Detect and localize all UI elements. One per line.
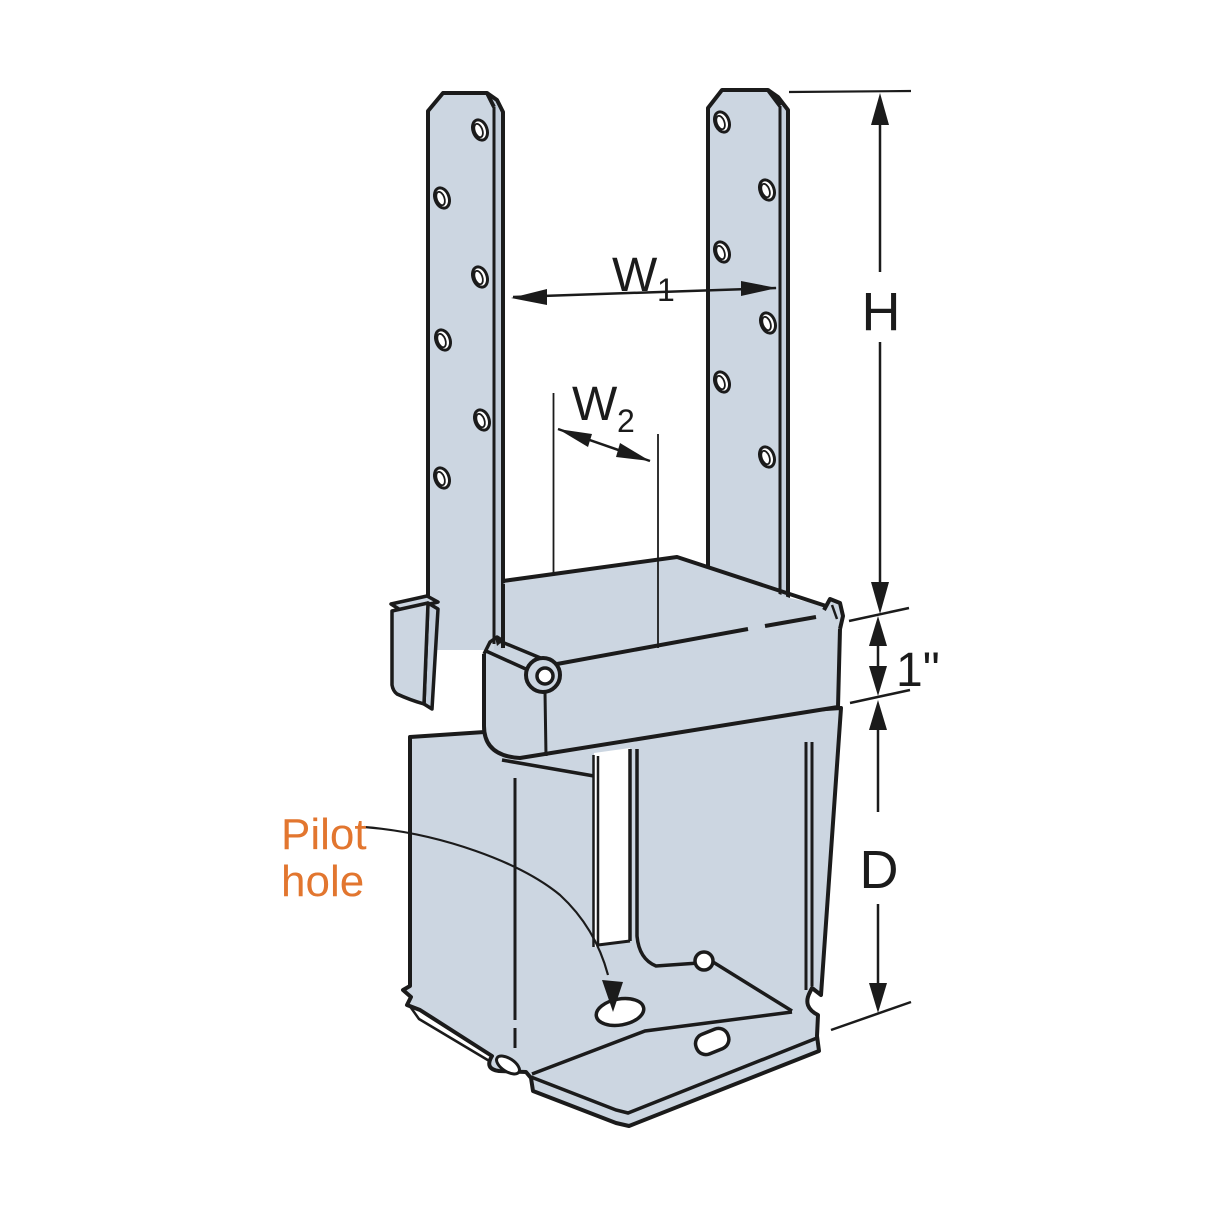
left-wall-top-edge xyxy=(501,758,595,778)
pilot-hole-label-line1: Pilot xyxy=(281,810,367,859)
pin-cylinder-top xyxy=(496,638,544,661)
dimension-1in xyxy=(849,616,911,705)
pilot-hole-label-line2: hole xyxy=(281,857,364,906)
tick-base xyxy=(830,1000,912,1032)
collar-corner-tab xyxy=(822,597,845,630)
flange-obround-slot xyxy=(693,1026,731,1057)
h-arrow-top xyxy=(871,93,889,125)
left-strap-lower xyxy=(426,584,505,650)
collar-fill xyxy=(428,557,843,758)
right-strap-edges xyxy=(706,88,782,608)
pilot-leader-arrowhead xyxy=(602,980,623,1012)
pin-cylinder-bottom xyxy=(485,649,529,672)
divider-edge xyxy=(635,749,714,968)
dimension-w1 xyxy=(511,281,777,305)
side-tab xyxy=(389,594,440,711)
dimension-w2 xyxy=(552,393,659,648)
base-box xyxy=(401,706,843,1128)
collar-band xyxy=(428,557,845,760)
floor-right-fold xyxy=(712,960,793,1013)
pilot-hole xyxy=(594,996,646,1028)
pilot-leader-line xyxy=(363,825,610,976)
d-arrow-bottom xyxy=(869,983,887,1013)
slot-bottom-edge xyxy=(597,939,631,947)
flange-top-edge xyxy=(530,1036,818,1115)
flange-keyhole-slot xyxy=(495,1054,521,1076)
d-label: D xyxy=(860,840,899,900)
collar-offset-label: 1" xyxy=(896,644,940,697)
side-tab-face xyxy=(390,601,430,706)
pilot-hole-callout xyxy=(363,825,623,1012)
w2-label: W xyxy=(572,378,618,431)
strap-nail-holes xyxy=(433,110,777,490)
w1-label-sub: 1 xyxy=(657,272,675,308)
left-strap-side-edges xyxy=(485,91,505,650)
right-strap-face xyxy=(708,90,780,608)
flange-left-thickness xyxy=(407,1004,492,1064)
left-strap-lower-side xyxy=(494,584,503,650)
d-arrow-top xyxy=(869,700,887,730)
dimension-d xyxy=(830,700,912,1032)
collar-top-bend-line xyxy=(556,627,749,666)
collar-arrow-bottom xyxy=(869,666,887,696)
w1-arrow-right xyxy=(741,281,777,296)
right-strap-side-edges xyxy=(766,88,790,608)
floor-front-fold xyxy=(531,1010,793,1076)
w1-dim-line xyxy=(512,286,777,299)
h-label: H xyxy=(862,282,901,342)
pin-fold-edge xyxy=(482,635,504,655)
dimension-h xyxy=(788,89,912,623)
w2-arrow-right xyxy=(616,443,650,461)
left-strap xyxy=(426,91,505,650)
tick-collar-bottom xyxy=(849,688,911,705)
collar-arrow-top xyxy=(869,616,887,646)
tick-collar-top xyxy=(848,606,910,623)
w2-label-sub: 2 xyxy=(617,403,635,439)
collar-top-bend-dash xyxy=(764,615,817,628)
left-strap-face xyxy=(428,93,494,650)
right-strap-side xyxy=(768,90,788,608)
w1-label: W xyxy=(612,249,658,302)
collar-corner-tab-line xyxy=(830,604,839,620)
flange-right-edge xyxy=(815,1015,820,1039)
pin-roll-inner xyxy=(535,666,555,686)
w2-arrow-left xyxy=(558,429,592,447)
collar-pin xyxy=(482,635,562,694)
h-ext-line xyxy=(788,89,912,94)
collar-back-edge xyxy=(502,555,827,608)
front-slot-opening xyxy=(594,748,630,947)
collar-front-edges xyxy=(482,628,842,760)
w1-arrow-left xyxy=(511,289,547,305)
collar-seam-line xyxy=(543,691,548,757)
left-strap-edges xyxy=(426,91,496,650)
right-strap xyxy=(706,88,790,608)
h-arrow-bottom xyxy=(871,582,889,614)
floor-nail-hole xyxy=(693,950,715,972)
